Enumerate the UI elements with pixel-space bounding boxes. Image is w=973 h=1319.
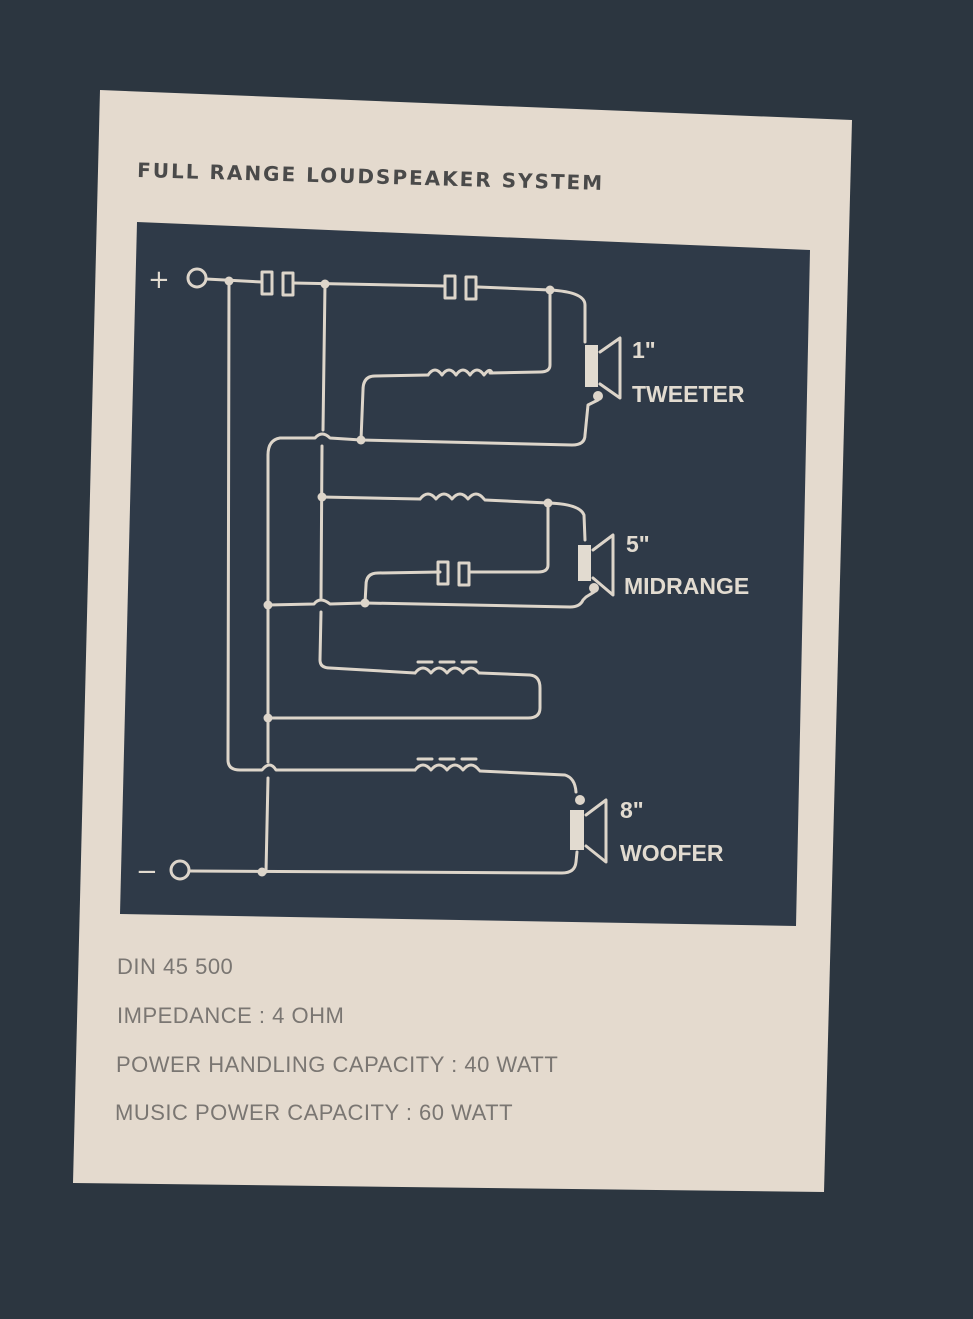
capacitor-icon	[443, 274, 478, 301]
spec-power-handling: POWER HANDLING CAPACITY : 40 WATT	[116, 1052, 558, 1077]
negative-terminal-sign: −	[136, 857, 158, 887]
negative-terminal-icon	[169, 859, 191, 881]
woofer-size: 8"	[620, 797, 644, 823]
capacitor-icon	[260, 270, 295, 297]
midrange-speaker-icon	[578, 533, 615, 597]
capacitor-icon	[436, 560, 471, 587]
spec-din: DIN 45 500	[117, 954, 233, 979]
iron-core-inductor-icon	[413, 660, 481, 675]
circuit-panel	[120, 222, 810, 926]
junction-dots	[224, 276, 555, 877]
tweeter-size: 1"	[632, 337, 656, 363]
spec-music-power: MUSIC POWER CAPACITY : 60 WATT	[115, 1100, 513, 1125]
crossover-schematic: +	[136, 265, 749, 887]
spec-list: DIN 45 500 IMPEDANCE : 4 OHM POWER HANDL…	[115, 954, 558, 1125]
positive-terminal-sign: +	[148, 265, 170, 295]
midrange-label: MIDRANGE	[624, 573, 749, 599]
inductor-icon	[426, 368, 494, 377]
woofer-label: WOOFER	[620, 840, 724, 866]
iron-core-inductor-icon	[413, 757, 481, 772]
tweeter-speaker-icon	[585, 336, 622, 401]
spec-impedance: IMPEDANCE : 4 OHM	[117, 1003, 344, 1028]
inductor-icon	[418, 492, 486, 501]
midrange-size: 5"	[626, 531, 650, 557]
tweeter-label: TWEETER	[632, 381, 745, 407]
woofer-speaker-icon	[570, 795, 608, 864]
